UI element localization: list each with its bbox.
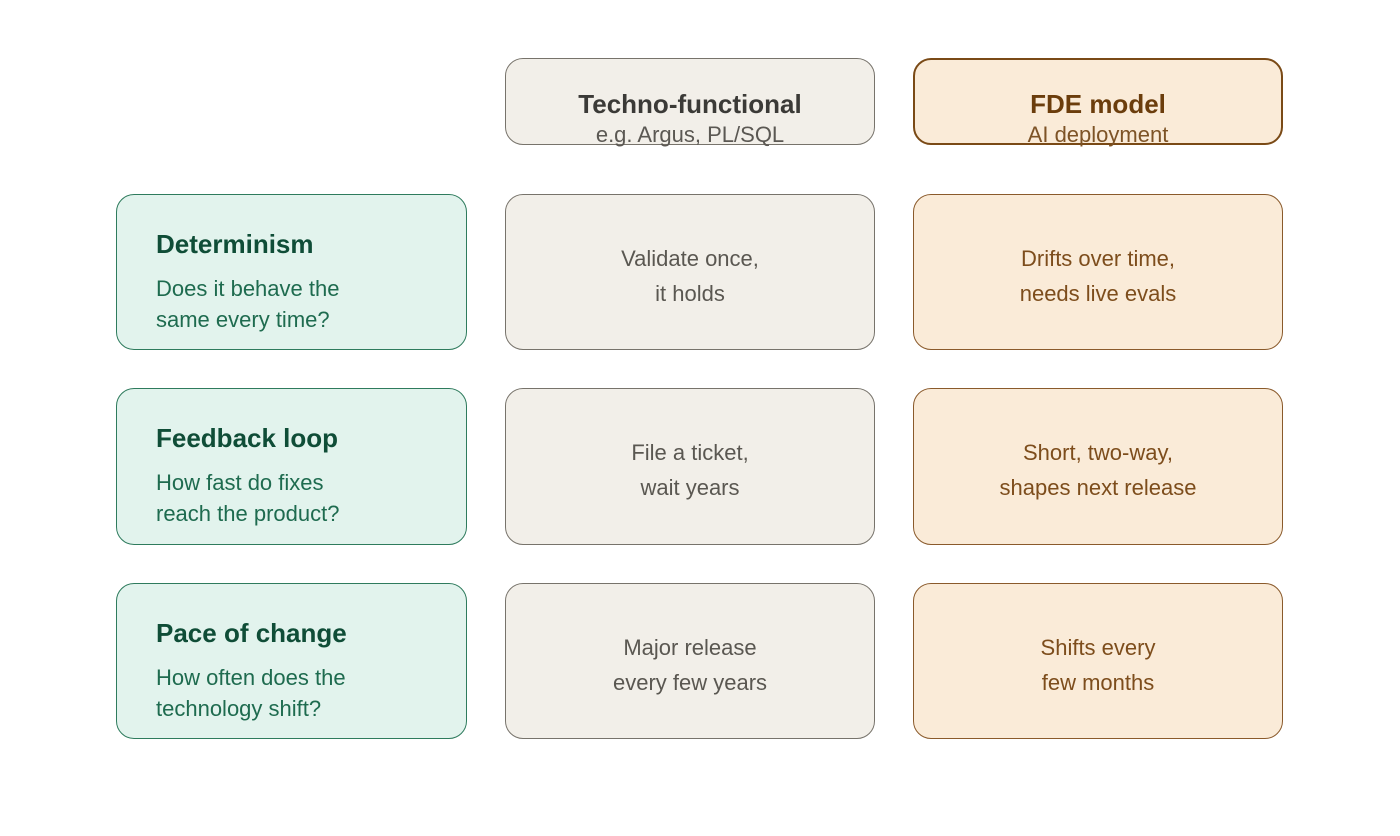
cell-line: Drifts over time, xyxy=(1020,246,1176,271)
cell-line: Short, two-way, xyxy=(1023,440,1173,465)
criterion-question: How fast do fixes reach the product? xyxy=(156,467,436,529)
cell-determinism-fde-model: Drifts over time, needs live evals xyxy=(913,194,1283,350)
question-line: same every time? xyxy=(156,307,330,332)
cell-pace-of-change-fde-model: Shifts every few months xyxy=(913,583,1283,739)
criterion-pace-of-change: Pace of change How often does the techno… xyxy=(116,583,467,739)
cell-pace-of-change-techno-functional: Major release every few years xyxy=(505,583,875,739)
cell-feedback-loop-techno-functional: File a ticket, wait years xyxy=(505,388,875,545)
criterion-feedback-loop: Feedback loop How fast do fixes reach th… xyxy=(116,388,467,545)
column-header-techno-functional: Techno-functional e.g. Argus, PL/SQL xyxy=(505,58,875,147)
question-line: How often does the xyxy=(156,665,346,690)
question-line: reach the product? xyxy=(156,501,340,526)
column-title: FDE model xyxy=(1030,89,1166,119)
criterion-title: Feedback loop xyxy=(156,423,339,453)
criterion-title: Pace of change xyxy=(156,618,347,648)
column-title: Techno-functional xyxy=(578,89,802,119)
cell-line: File a ticket, xyxy=(631,440,749,465)
column-subtitle: e.g. Argus, PL/SQL xyxy=(595,122,785,147)
question-line: technology shift? xyxy=(156,696,322,721)
cell-line: Major release xyxy=(623,635,757,660)
cell-text: Major release every few years xyxy=(506,630,874,700)
question-line: How fast do fixes xyxy=(156,470,324,495)
cell-line: wait years xyxy=(640,475,740,500)
cell-line: needs live evals xyxy=(1019,281,1177,306)
criterion-determinism: Determinism Does it behave the same ever… xyxy=(116,194,467,350)
cell-line: it holds xyxy=(655,281,725,306)
cell-text: Drifts over time, needs live evals xyxy=(914,241,1282,311)
criterion-title: Determinism xyxy=(156,229,314,259)
cell-text: Validate once, it holds xyxy=(506,241,874,311)
cell-determinism-techno-functional: Validate once, it holds xyxy=(505,194,875,350)
criterion-question: How often does the technology shift? xyxy=(156,662,436,724)
cell-line: every few years xyxy=(612,670,768,695)
cell-line: Shifts every xyxy=(1040,635,1156,660)
column-subtitle: AI deployment xyxy=(1027,122,1169,147)
cell-text: Shifts every few months xyxy=(914,630,1282,700)
cell-line: shapes next release xyxy=(999,475,1197,500)
column-header-fde-model: FDE model AI deployment xyxy=(913,58,1283,147)
cell-text: File a ticket, wait years xyxy=(506,435,874,505)
criterion-question: Does it behave the same every time? xyxy=(156,273,436,335)
cell-text: Short, two-way, shapes next release xyxy=(914,435,1282,505)
cell-line: Validate once, xyxy=(621,246,759,271)
cell-feedback-loop-fde-model: Short, two-way, shapes next release xyxy=(913,388,1283,545)
cell-line: few months xyxy=(1041,670,1155,695)
question-line: Does it behave the xyxy=(156,276,340,301)
